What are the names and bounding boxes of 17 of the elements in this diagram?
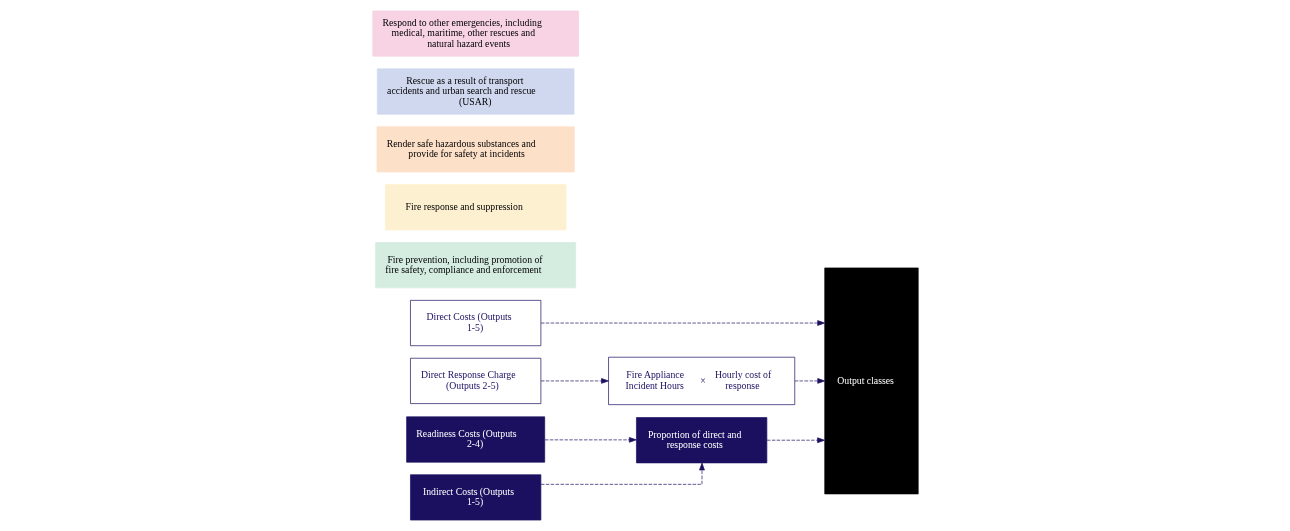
- node-box: Proportion of direct and response costs: [635, 417, 767, 464]
- arrow: [540, 378, 609, 384]
- node-box: Fire response and suppression: [384, 184, 566, 231]
- node-box: Direct Costs (Outputs 1-5): [409, 300, 541, 347]
- arrow: [793, 378, 825, 384]
- arrow: [540, 320, 825, 326]
- arrow: [540, 462, 705, 485]
- node-box: Respond to other emergencies, including medical, maritime, other rescues and natural hazard events: [371, 10, 579, 57]
- arrow: [544, 437, 637, 443]
- node-box: Output classes: [823, 267, 919, 495]
- node-box: Indirect Costs (Outputs 1-5): [409, 474, 541, 521]
- node-box: Fire prevention, including promotion of fire safety, compliance and enforcement: [374, 242, 576, 289]
- node-box: Rescue as a result of transport accidents and urban search and rescue (USAR): [376, 68, 574, 115]
- node-box: Render safe hazardous substances and provide for safety at incidents: [376, 126, 575, 173]
- node-box: Direct Response Charge (Outputs 2-5): [409, 357, 541, 404]
- arrow: [766, 437, 825, 443]
- node-box: Readiness Costs (Outputs 2-4): [405, 416, 545, 463]
